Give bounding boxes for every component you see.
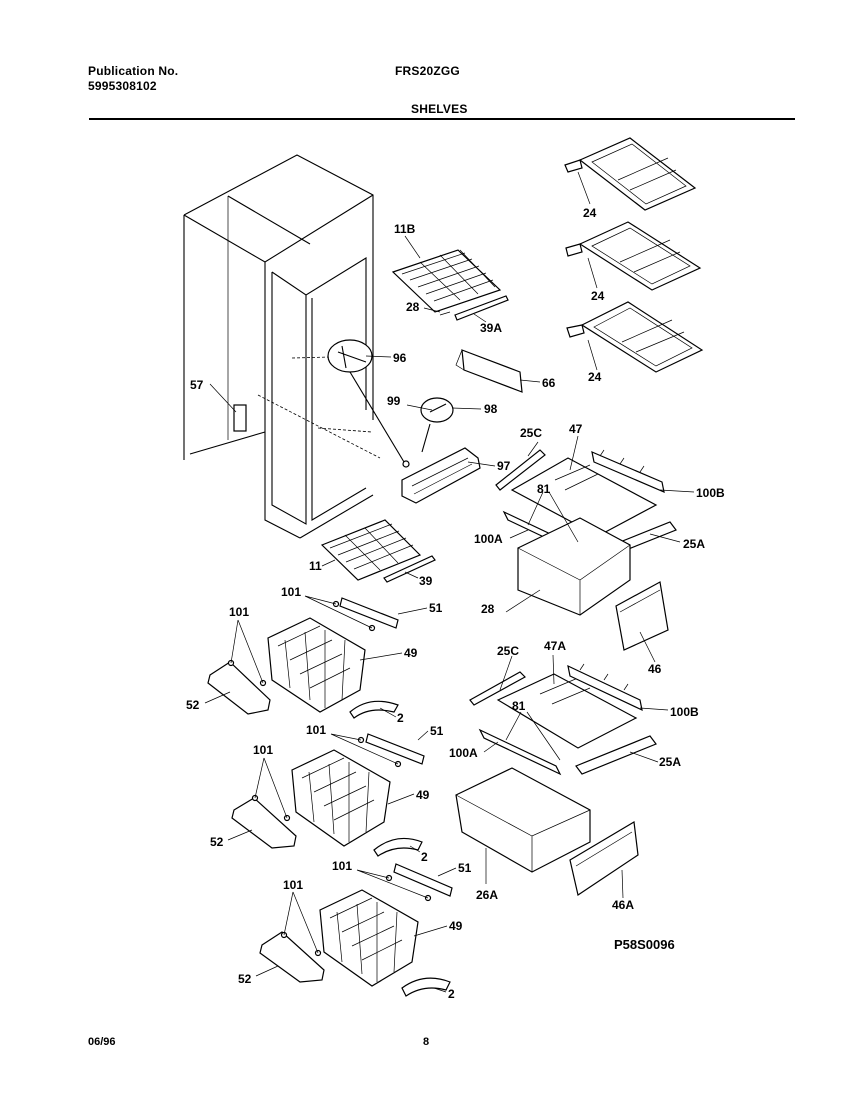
section-title: SHELVES	[411, 102, 468, 116]
callout-2: 2	[397, 711, 404, 725]
hinge-hardware	[327, 339, 481, 504]
callout-57: 57	[190, 378, 204, 392]
callout-52: 52	[210, 835, 224, 849]
callout-2: 2	[421, 850, 428, 864]
crisper-assembly-2	[455, 663, 657, 896]
callout-28: 28	[406, 300, 420, 314]
model-number: FRS20ZGG	[395, 64, 460, 78]
callout-52: 52	[238, 972, 252, 986]
callout-46: 46	[648, 662, 662, 676]
callout-39: 39	[419, 574, 433, 588]
part-57-bracket	[233, 404, 247, 432]
callout-52: 52	[186, 698, 200, 712]
callout-96: 96	[393, 351, 407, 365]
callout-101: 101	[281, 585, 301, 599]
header-rule	[89, 118, 795, 120]
callout-51: 51	[458, 861, 472, 875]
callout-101: 101	[283, 878, 303, 892]
callout-100b: 100B	[670, 705, 699, 719]
publication-label: Publication No.	[88, 64, 179, 78]
callout-101: 101	[332, 859, 352, 873]
callout-28: 28	[481, 602, 495, 616]
baskets	[207, 597, 453, 997]
callout-25c: 25C	[520, 426, 542, 440]
shelf-11	[320, 519, 436, 583]
callout-25a: 25A	[683, 537, 705, 551]
callout-100a: 100A	[449, 746, 478, 760]
callout-47: 47	[569, 422, 583, 436]
callout-49: 49	[449, 919, 463, 933]
callout-25c: 25C	[497, 644, 519, 658]
shelves-24	[564, 137, 704, 373]
callout-26a: 26A	[476, 888, 498, 902]
shelf-11b	[391, 249, 509, 321]
crisper-assembly-1	[495, 449, 677, 651]
callout-25a: 25A	[659, 755, 681, 769]
callout-39a: 39A	[480, 321, 502, 335]
callout-98: 98	[484, 402, 498, 416]
callout-24: 24	[588, 370, 602, 384]
callout-101: 101	[306, 723, 326, 737]
part-66-channel	[461, 349, 523, 393]
callout-100a: 100A	[474, 532, 503, 546]
callout-51: 51	[429, 601, 443, 615]
callout-99: 99	[387, 394, 401, 408]
callout-49: 49	[404, 646, 418, 660]
callout-100b: 100B	[696, 486, 725, 500]
leader-lines	[204, 171, 695, 993]
callout-101: 101	[253, 743, 273, 757]
callout-2: 2	[448, 987, 455, 1001]
callout-97: 97	[497, 459, 511, 473]
callout-46a: 46A	[612, 898, 634, 912]
callout-24: 24	[583, 206, 597, 220]
callout-labels: 24 24 24 11B 28 39A 96 57 66 99 98 97 25…	[186, 206, 725, 1001]
page-number: 8	[423, 1036, 430, 1048]
callout-81: 81	[537, 482, 551, 496]
callout-24: 24	[591, 289, 605, 303]
callout-101: 101	[229, 605, 249, 619]
figure-code: P58S0096	[614, 937, 675, 952]
callout-11: 11	[309, 559, 322, 573]
publication-number: 5995308102	[88, 79, 157, 93]
callout-49: 49	[416, 788, 430, 802]
callout-11b: 11B	[394, 222, 416, 236]
callout-47a: 47A	[544, 639, 566, 653]
footer-date: 06/96	[88, 1036, 116, 1048]
callout-51: 51	[430, 724, 444, 738]
callout-81: 81	[512, 699, 526, 713]
callout-66: 66	[542, 376, 556, 390]
